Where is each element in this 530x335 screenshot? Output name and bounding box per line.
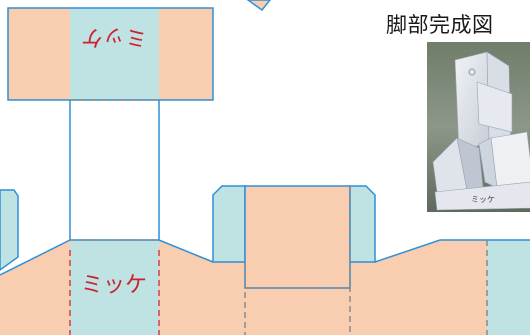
top-panel-label: ミッケ <box>81 24 147 49</box>
top-panel <box>7 7 214 101</box>
top-panel-right <box>159 8 213 100</box>
box-right-flap <box>349 185 376 263</box>
base-right-aqua <box>487 240 530 335</box>
lower-body <box>0 185 530 335</box>
completion-caption: 脚部完成図 <box>386 13 494 37</box>
top-panel-center <box>70 8 159 100</box>
left-tab <box>0 189 19 271</box>
completed-leg-photo: ミッケ <box>427 42 530 212</box>
photo-illustration: ミッケ <box>427 42 530 212</box>
box-left-flap <box>212 185 246 263</box>
connector-strip <box>69 100 160 240</box>
top-edge-fragment <box>246 0 271 12</box>
photo-tag-label: ミッケ <box>471 195 495 204</box>
box-front <box>244 185 351 289</box>
base-center-aqua <box>70 240 159 335</box>
lower-panel-label: ミッケ <box>81 273 147 298</box>
top-panel-left <box>8 8 70 100</box>
